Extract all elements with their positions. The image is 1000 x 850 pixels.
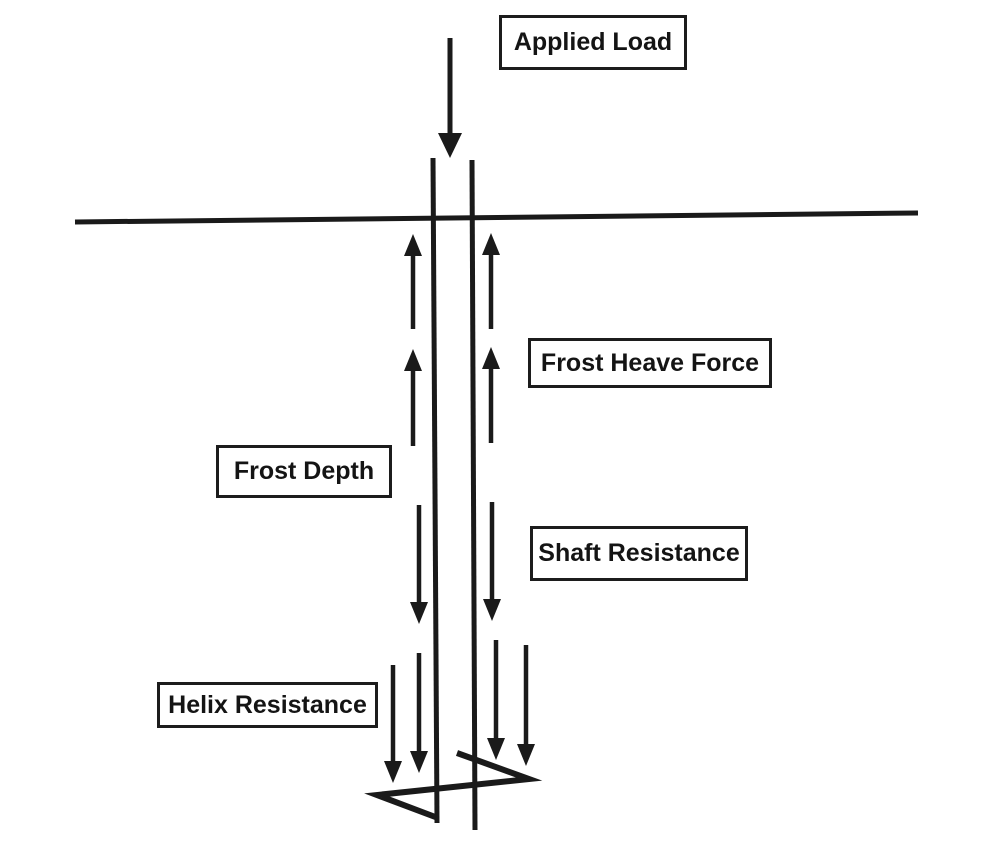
up-arrow <box>404 349 422 446</box>
down-arrow <box>487 640 505 760</box>
down-arrow <box>410 505 428 624</box>
up-arrow <box>482 347 500 443</box>
down-arrow <box>483 502 501 621</box>
down-arrow <box>517 645 535 766</box>
applied-load-label: Applied Load <box>499 15 687 70</box>
helix-plate <box>364 750 543 821</box>
pile-shaft-right-line <box>469 159 478 831</box>
up-arrow <box>404 234 422 329</box>
up-arrow <box>482 233 500 329</box>
helix-resistance-arrows <box>384 640 535 783</box>
frost-heave-force-label: Frost Heave Force <box>528 338 772 388</box>
shaft-resistance-arrows <box>410 502 501 624</box>
frost-heave-arrows <box>404 233 500 446</box>
pile-shaft-left-line <box>430 157 440 824</box>
applied-load-arrow <box>438 38 462 158</box>
down-arrow <box>410 653 428 773</box>
ground-surface-line <box>74 210 919 225</box>
shaft-resistance-label: Shaft Resistance <box>530 526 748 581</box>
frost-depth-label: Frost Depth <box>216 445 392 498</box>
helix-resistance-label: Helix Resistance <box>157 682 378 728</box>
down-arrow <box>384 665 402 783</box>
